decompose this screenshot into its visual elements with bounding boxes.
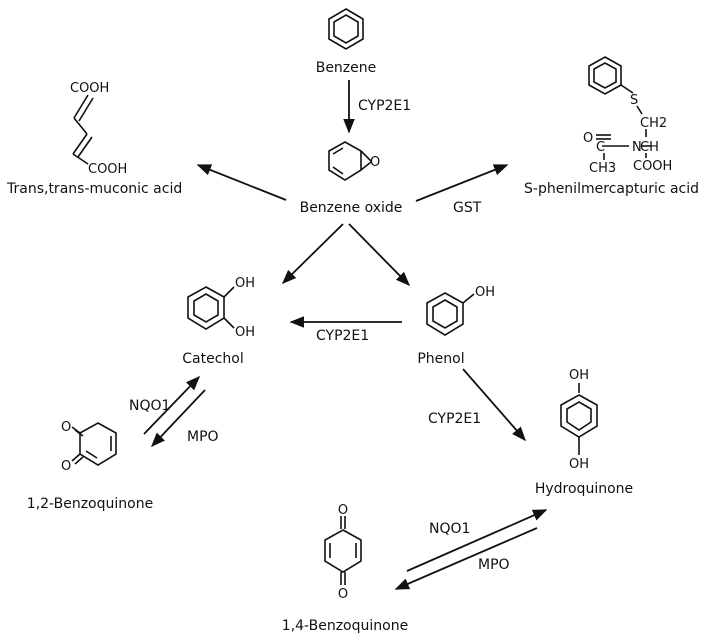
catechol-oh-top: OH: [235, 276, 255, 291]
spma-cooh-group: COOH: [633, 159, 672, 174]
hydroquinone-structure: [560, 383, 598, 455]
phenol-oh: OH: [475, 285, 495, 300]
bq14-oxygen-top: O: [338, 503, 348, 518]
arrow-phenol-to-hydroquinone: [462, 368, 526, 442]
catechol-oh-bottom: OH: [235, 325, 255, 340]
arrow-bq12-to-catechol: [143, 375, 200, 435]
spma-ch3-group: CH3: [589, 161, 616, 176]
enzyme-cyp2e1-hydroquinone: CYP2E1: [428, 411, 481, 427]
enzyme-gst: GST: [453, 200, 482, 216]
spma-carbonyl-oxygen: O: [583, 131, 593, 146]
enzyme-cyp2e1-benzene: CYP2E1: [358, 98, 411, 114]
spma-ch2-group: CH2: [640, 116, 667, 131]
benzene-oxide-structure: [328, 141, 372, 181]
spma-carbonyl-carbon: C: [596, 140, 605, 155]
bq14-oxygen-bottom: O: [338, 587, 348, 602]
hydroquinone-oh-top: OH: [569, 368, 589, 383]
phenol-label: Phenol: [417, 351, 464, 367]
enzyme-cyp2e1-catechol: CYP2E1: [316, 328, 369, 344]
arrow-oxide-to-spma: [415, 164, 509, 202]
benzoquinone-12-structure: [71, 422, 117, 466]
muconic-acid-structure: [72, 94, 94, 165]
muconic-acid-label: Trans,trans-muconic acid: [6, 181, 182, 197]
enzyme-mpo-hydroquinone: MPO: [478, 557, 510, 573]
hydroquinone-label: Hydroquinone: [535, 481, 633, 497]
spma-sulfur-atom: S: [630, 93, 638, 108]
enzyme-nqo1-catechol: NQO1: [129, 398, 170, 414]
enzyme-nqo1-hydroquinone: NQO1: [429, 521, 470, 537]
benzoquinone-14-structure: [324, 516, 362, 585]
spma-structure: [588, 56, 651, 160]
muconic-cooh-bottom: COOH: [88, 162, 127, 177]
phenol-structure: [426, 292, 475, 336]
benzoquinone-12-label: 1,2-Benzoquinone: [27, 496, 153, 512]
benzene-label: Benzene: [316, 60, 377, 76]
bq12-oxygen-top: O: [61, 420, 71, 435]
arrow-oxide-to-catechol: [281, 223, 344, 285]
arrow-oxide-to-muconic: [196, 164, 287, 201]
arrow-catechol-to-bq12: [151, 389, 206, 448]
spma-label: S-phenilmercapturic acid: [524, 181, 699, 197]
oxide-oxygen-atom: O: [370, 155, 380, 170]
benzene-oxide-label: Benzene oxide: [300, 200, 403, 216]
arrow-hydroquinone-to-bq14: [394, 527, 538, 590]
enzyme-mpo-catechol: MPO: [187, 429, 219, 445]
bq12-oxygen-bottom: O: [61, 459, 71, 474]
arrow-oxide-to-phenol: [348, 223, 411, 287]
catechol-structure: [187, 286, 235, 330]
benzoquinone-14-label: 1,4-Benzoquinone: [282, 618, 408, 634]
spma-nitrogen-atom: N: [632, 140, 642, 155]
catechol-label: Catechol: [182, 351, 243, 367]
benzene-structure: [328, 8, 364, 50]
arrow-bq14-to-hydroquinone: [406, 509, 548, 572]
muconic-cooh-top: COOH: [70, 81, 109, 96]
hydroquinone-oh-bottom: OH: [569, 457, 589, 472]
spma-ch-group: CH: [640, 140, 659, 155]
